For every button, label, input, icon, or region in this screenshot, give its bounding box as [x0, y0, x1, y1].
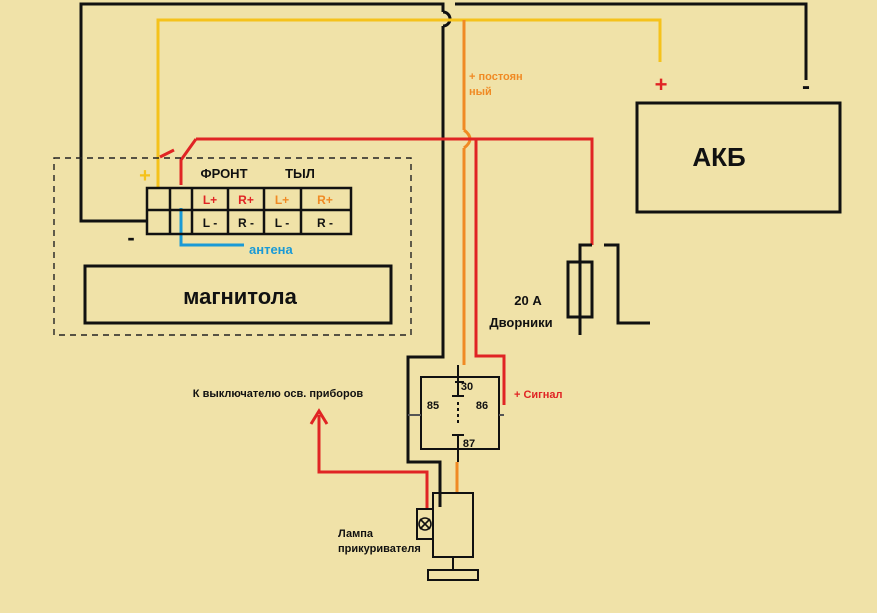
lighter-label-line2: прикуривателя — [338, 543, 421, 555]
fuse-rating-label: 20 А — [514, 293, 542, 308]
relay-body — [420, 376, 500, 450]
radio-label: магнитола — [183, 284, 298, 309]
rear-left-minus: L - — [275, 216, 289, 230]
radio-minus-label: - — [127, 225, 134, 250]
radio-outline — [53, 157, 412, 336]
rear-right-plus: R+ — [317, 193, 333, 207]
radio-connector — [145, 186, 353, 236]
relay — [408, 365, 504, 462]
lamp-icon — [418, 517, 432, 531]
relay-pin-30: 30 — [461, 381, 473, 393]
switch-label: К выключателю осв. приборов — [193, 388, 364, 400]
wire-black-fuse-out — [604, 243, 650, 325]
front-left-minus: L - — [203, 216, 217, 230]
battery-plus-terminal: + — [655, 72, 668, 97]
wire-red-to-switch — [317, 415, 429, 508]
antenna-label: антена — [249, 242, 294, 257]
front-right-minus: R - — [238, 216, 254, 230]
constant-plus-label-line1: + постоян — [469, 71, 523, 83]
fuse — [566, 243, 650, 335]
wire-red-switch-blade — [179, 138, 198, 185]
rear-left-plus: L+ — [275, 193, 289, 207]
radio-box — [83, 264, 393, 325]
fuse-circuit-label: Дворники — [489, 315, 552, 330]
battery-minus-terminal: - — [802, 73, 810, 100]
battery-label: АКБ — [692, 142, 745, 172]
red-wires — [159, 137, 594, 508]
constant-plus-label-line2: ный — [469, 86, 492, 98]
battery-box — [635, 101, 842, 214]
wire-black-down-to-relay — [406, 26, 445, 507]
rear-right-minus: R - — [317, 216, 333, 230]
wire-black-fuse-in — [578, 243, 592, 262]
wire-black-to-battery-minus — [455, 2, 808, 80]
signal-label: + Сигнал — [514, 389, 563, 401]
wire-red-switch-stub — [159, 148, 175, 159]
relay-pin-86: 86 — [476, 400, 488, 412]
front-speakers-label: ФРОНТ — [200, 166, 247, 181]
wire-black-top-left — [79, 2, 445, 223]
relay-pin-85: 85 — [427, 400, 439, 412]
arrow-head-to-switch — [309, 408, 329, 425]
wire-red-signal — [474, 139, 506, 405]
lighter-base — [427, 569, 479, 581]
radio-plus-label: + — [139, 165, 151, 187]
front-left-plus: L+ — [203, 193, 217, 207]
lighter-label-line1: Лампа — [338, 528, 374, 540]
orange-wires — [455, 20, 472, 493]
front-right-plus: R+ — [238, 193, 254, 207]
relay-pin-87: 87 — [463, 438, 475, 450]
black-wires — [79, 2, 808, 507]
lighter-lamp-socket — [416, 508, 434, 540]
cigarette-lighter — [416, 492, 479, 581]
wire-yellow-radio-plus — [156, 18, 662, 188]
wire-blue-antenna — [179, 208, 244, 247]
wire-red-main — [196, 137, 594, 245]
rear-speakers-label: ТЫЛ — [285, 166, 315, 181]
